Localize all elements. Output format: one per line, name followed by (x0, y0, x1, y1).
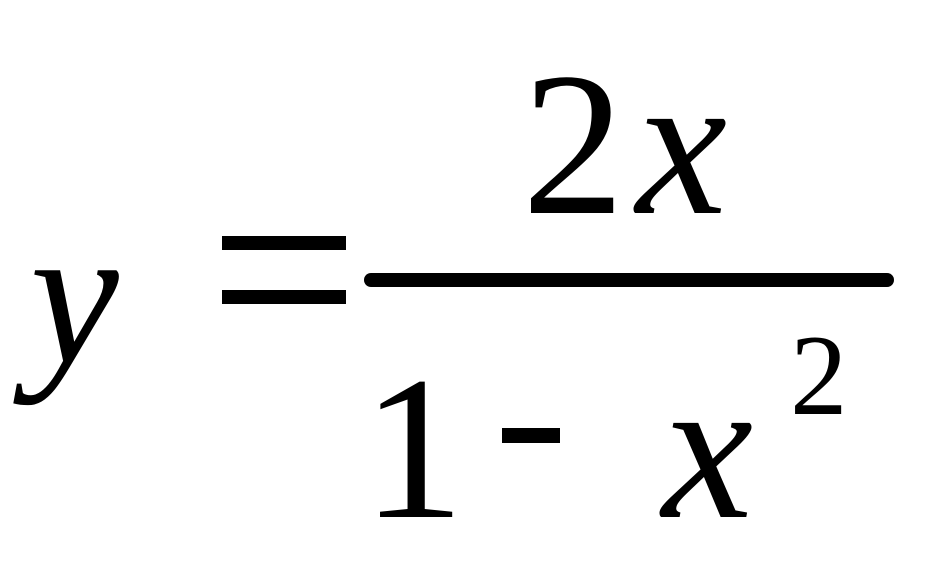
fraction-bar (364, 273, 894, 287)
equals-sign-top-bar (222, 236, 346, 250)
denominator-exponent: 2 (790, 312, 848, 439)
numerator-variable-x: x (636, 31, 727, 258)
lhs-variable-y: y (30, 185, 119, 406)
denominator-variable-x: x (662, 335, 753, 562)
equals-sign-bottom-bar (222, 290, 346, 304)
denominator-minus-sign (502, 428, 560, 443)
math-formula: y 2 x 1 x 2 (30, 31, 894, 551)
numerator-coefficient: 2 (522, 31, 625, 258)
denominator-constant: 1 (362, 335, 465, 562)
